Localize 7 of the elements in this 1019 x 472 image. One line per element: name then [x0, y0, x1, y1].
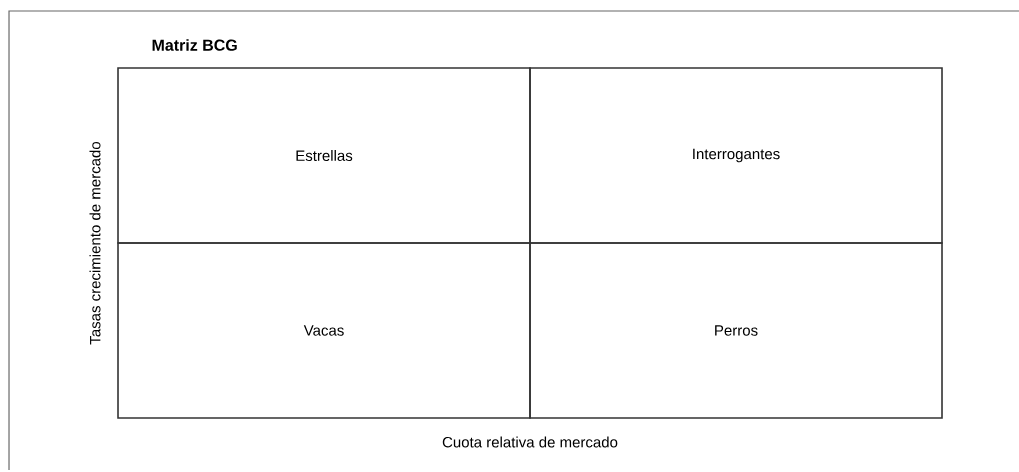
axis-label: Tasas crecimiento de mercado	[89, 141, 101, 345]
title: Matriz BCG	[152, 39, 237, 51]
matrix-quadrant: Estrellas	[117, 67, 531, 244]
axis-label: Cuota relativa de mercado	[442, 436, 618, 448]
matrix-quadrant: Vacas	[117, 242, 531, 419]
matrix-quadrant: Perros	[529, 242, 943, 419]
matrix-quadrant: Interrogantes	[529, 67, 943, 244]
